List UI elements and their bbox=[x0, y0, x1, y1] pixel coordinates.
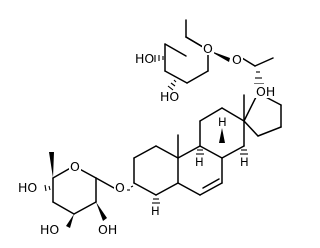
h-label-c9: H bbox=[195, 155, 204, 169]
h-c5-hashed bbox=[152, 198, 160, 204]
c3-hashed-bond bbox=[127, 185, 134, 191]
lower-glycosidic-o: O bbox=[115, 180, 125, 195]
c20-c17-hashed bbox=[254, 71, 264, 85]
c6-methyl-wedge bbox=[49, 152, 54, 178]
steroid-ring-b bbox=[177, 145, 223, 196]
c20-c21-bond bbox=[254, 57, 274, 67]
upper-sugar-ho-left: HO bbox=[135, 51, 154, 66]
h-label-c8: H bbox=[218, 115, 227, 129]
c4-hashed-bond bbox=[154, 55, 164, 62]
h-label-c14: H bbox=[240, 155, 249, 169]
c3-hashed-bond bbox=[167, 79, 177, 91]
h-c8-wedge bbox=[219, 128, 225, 143]
anomeric-bond-bottom bbox=[95, 177, 115, 189]
upper-sugar-ring-o: O bbox=[203, 41, 213, 56]
lower-sugar-ho-left: HO bbox=[18, 180, 37, 195]
chemical-structure: O O HO HO OH O O HO HO OH H H H H bbox=[18, 19, 282, 237]
o-c20-bond bbox=[241, 57, 256, 67]
lower-sugar-ho-bottom-left: HO bbox=[40, 222, 59, 237]
steroid-ring-d bbox=[243, 92, 282, 137]
c4-hashed-bond bbox=[44, 184, 51, 192]
steroid-ring-a bbox=[133, 145, 179, 196]
h-c14-hashed bbox=[240, 149, 248, 155]
h-c9-hashed bbox=[196, 149, 204, 155]
upper-sugar-ring bbox=[164, 36, 209, 84]
upper-sugar-ho-bottom: HO bbox=[160, 89, 179, 104]
c3-oh-wedge bbox=[66, 214, 74, 228]
c17-hydroxyl: OH bbox=[256, 84, 275, 99]
h-label-c5: H bbox=[151, 204, 160, 218]
lower-sugar-ring-o: O bbox=[70, 159, 80, 174]
c2-oh-wedge bbox=[96, 202, 107, 221]
steroid-ring-c bbox=[199, 107, 245, 159]
structure-diagram: O O HO HO OH O O HO HO OH H H H H bbox=[18, 19, 282, 237]
lower-sugar-oh-bottom-right: OH bbox=[98, 222, 117, 237]
upper-glycosidic-o: O bbox=[232, 52, 242, 67]
